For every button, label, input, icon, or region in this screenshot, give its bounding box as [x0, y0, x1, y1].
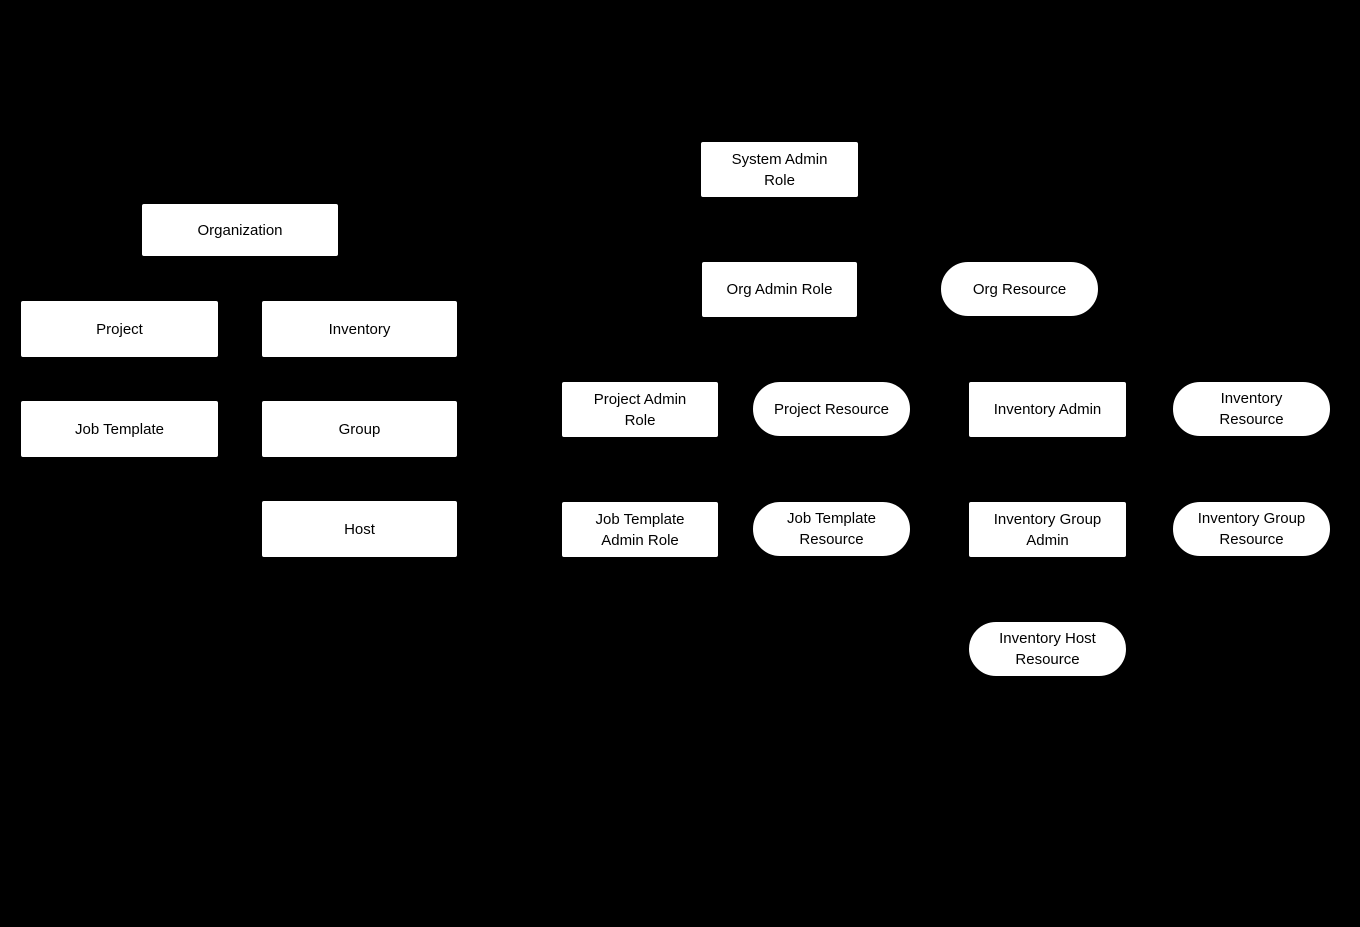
node-inventory-host-resource: Inventory Host Resource: [968, 621, 1127, 677]
node-inventory-label: Inventory: [328, 320, 391, 338]
node-org-resource: Org Resource: [940, 261, 1099, 317]
node-job-template-resource-label: Job Template Resource: [787, 510, 876, 548]
node-group: Group: [261, 400, 458, 458]
node-host-label: Host: [344, 520, 375, 538]
node-system-admin-role-label: System Admin Role: [731, 150, 828, 189]
node-org-admin-role: Org Admin Role: [701, 261, 858, 318]
node-inventory-group-admin-label: Inventory Group Admin: [993, 510, 1102, 549]
node-job-template-resource: Job Template Resource: [752, 501, 911, 557]
node-job-template-label: Job Template: [75, 420, 164, 438]
node-system-admin-role: System Admin Role: [700, 141, 859, 198]
node-inventory-group-resource: Inventory Group Resource: [1172, 501, 1331, 557]
node-organization: Organization: [141, 203, 339, 257]
node-group-label: Group: [338, 420, 381, 438]
node-project-label: Project: [96, 320, 143, 338]
node-project-admin-role-label: Project Admin Role: [593, 390, 687, 429]
node-inventory-resource-label: Inventory Resource: [1219, 390, 1284, 428]
node-job-template-admin-role: Job Template Admin Role: [561, 501, 719, 558]
node-project-resource: Project Resource: [752, 381, 911, 437]
node-organization-label: Organization: [197, 221, 283, 239]
node-inventory-host-resource-label: Inventory Host Resource: [999, 630, 1096, 668]
node-project-admin-role: Project Admin Role: [561, 381, 719, 438]
node-inventory-admin: Inventory Admin: [968, 381, 1127, 438]
node-project: Project: [20, 300, 219, 358]
node-host: Host: [261, 500, 458, 558]
node-inventory-group-admin: Inventory Group Admin: [968, 501, 1127, 558]
node-job-template: Job Template: [20, 400, 219, 458]
node-job-template-admin-role-label: Job Template Admin Role: [595, 510, 685, 549]
node-project-resource-label: Project Resource: [773, 400, 890, 418]
node-inventory-resource: Inventory Resource: [1172, 381, 1331, 437]
node-inventory-admin-label: Inventory Admin: [993, 401, 1102, 418]
node-org-resource-label: Org Resource: [972, 280, 1067, 298]
node-inventory: Inventory: [261, 300, 458, 358]
node-inventory-group-resource-label: Inventory Group Resource: [1197, 510, 1306, 548]
node-org-admin-role-label: Org Admin Role: [726, 281, 833, 298]
